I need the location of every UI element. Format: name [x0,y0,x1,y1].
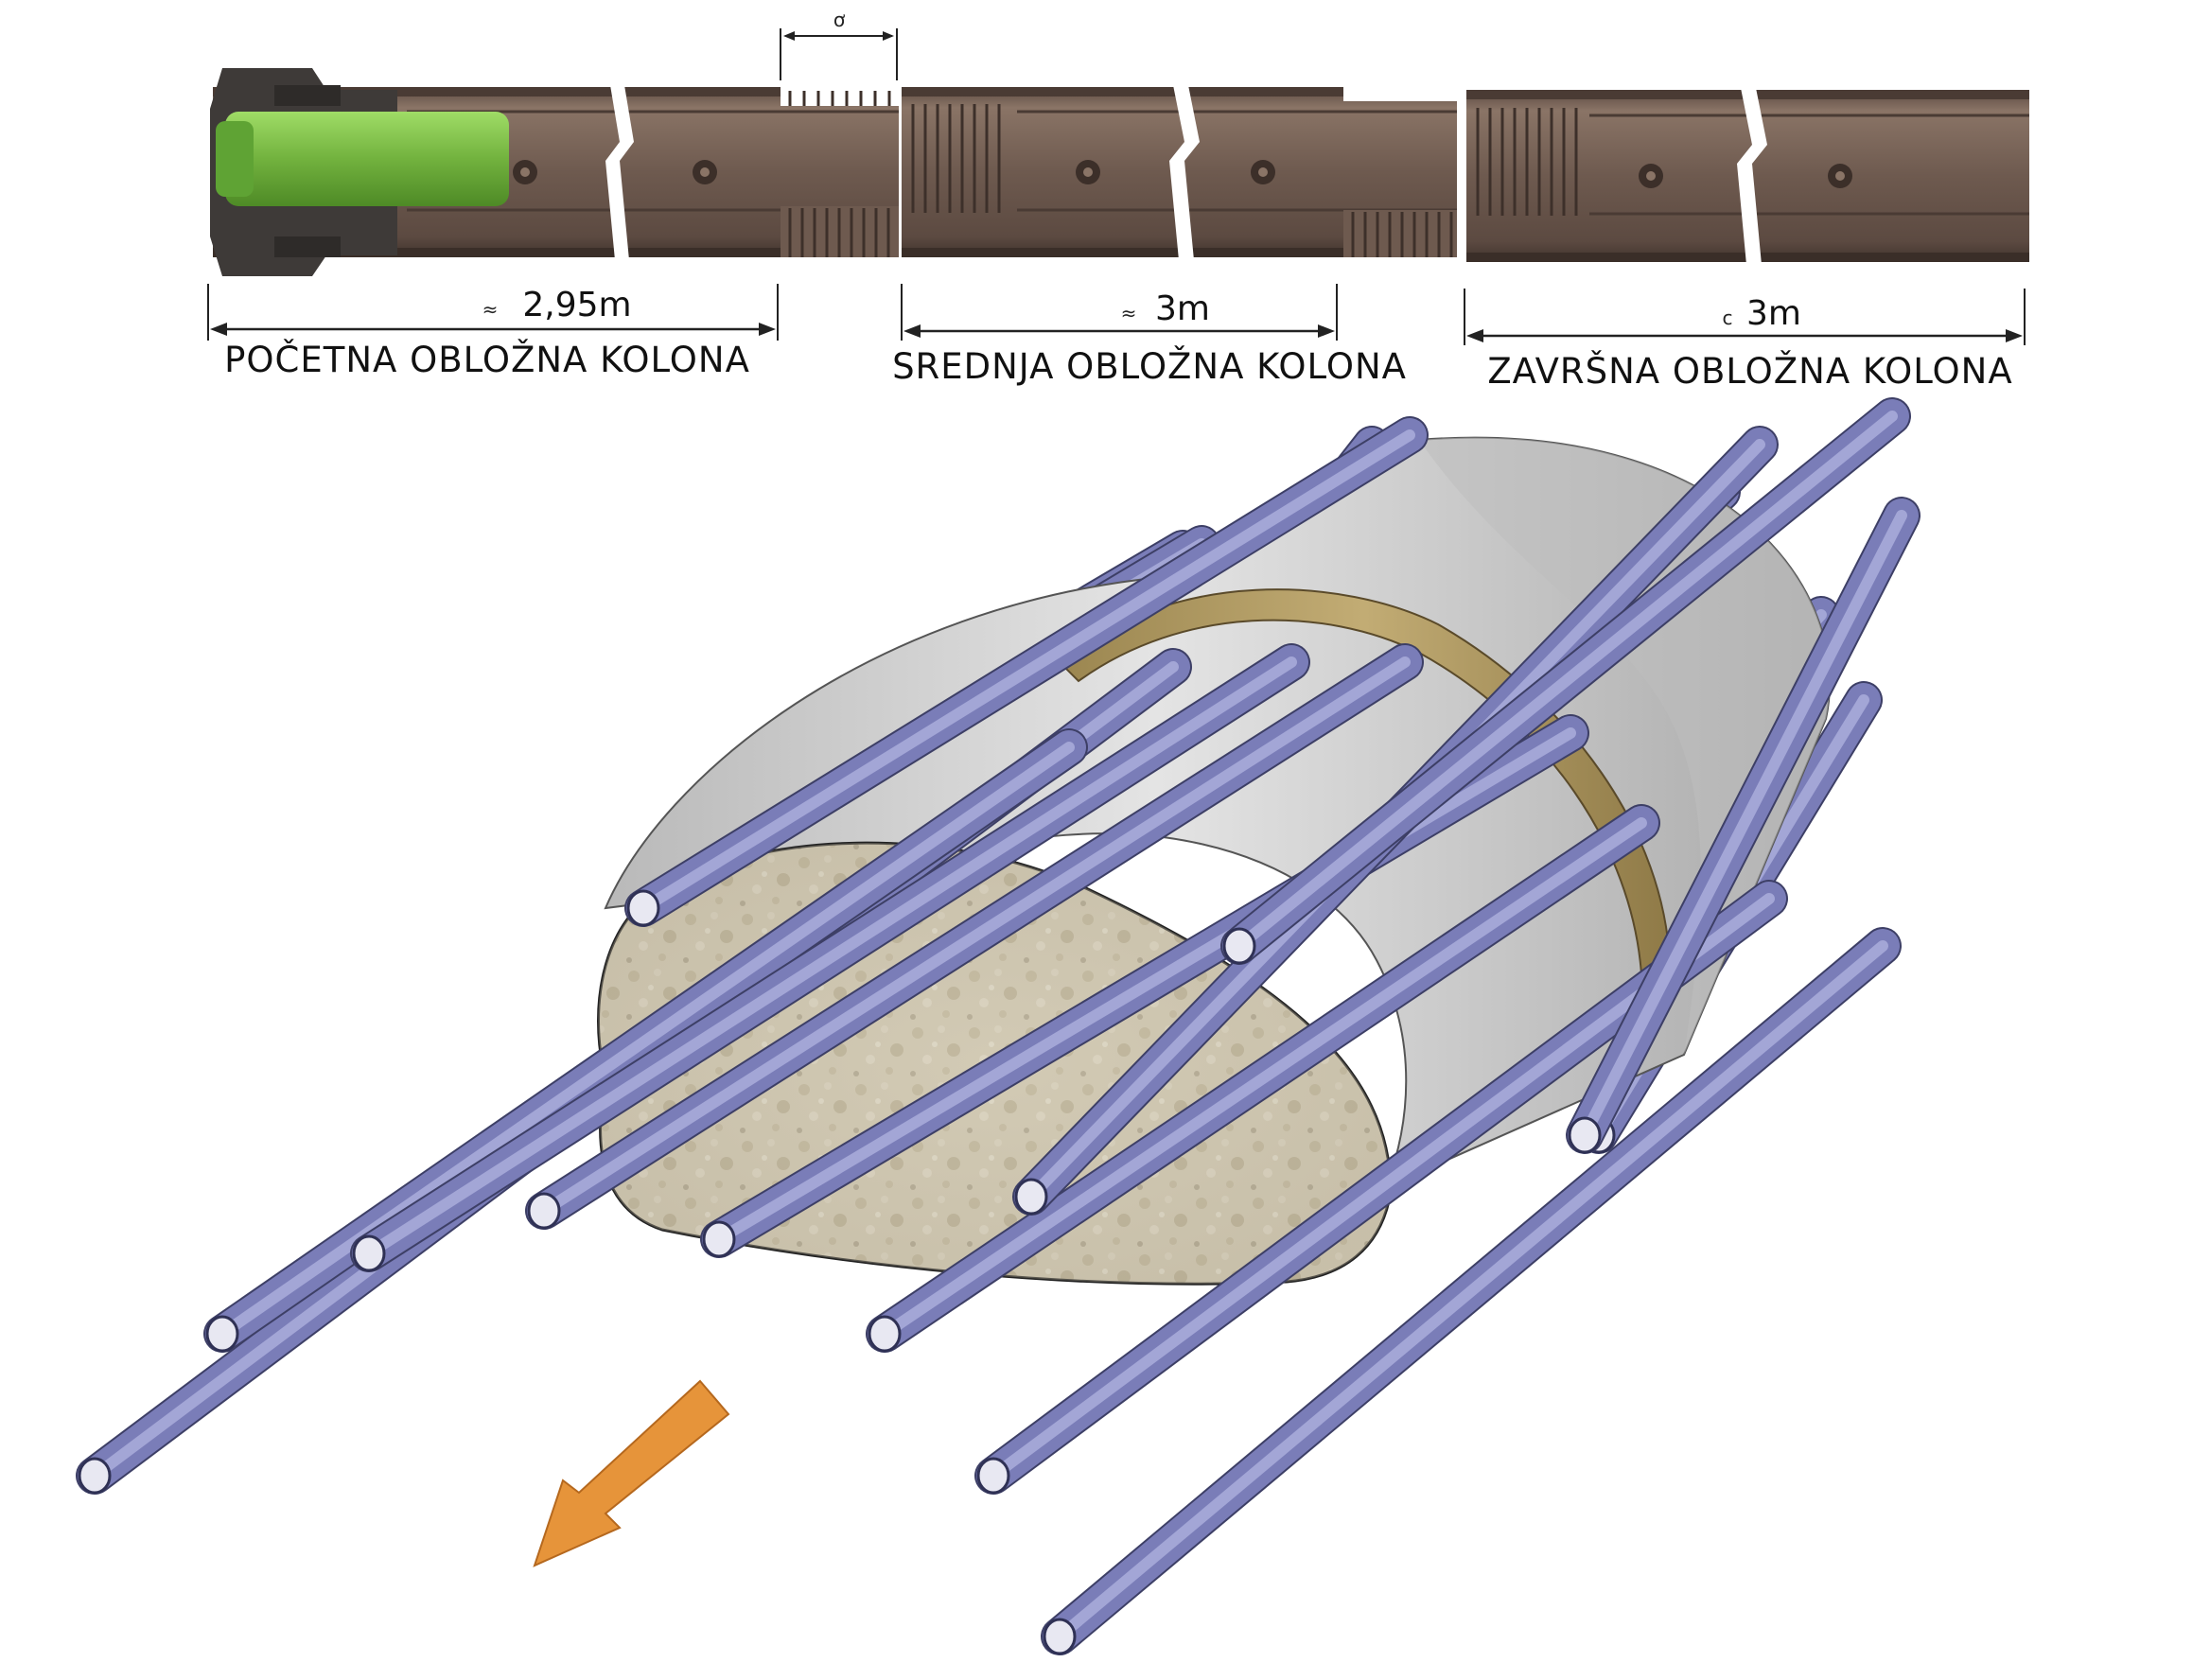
casing-segment-initial [210,68,899,276]
drill-bit-icon [210,68,509,276]
casing-segment-final [1466,88,2029,265]
pipe-end [626,889,660,927]
pipe-end [976,1457,1010,1495]
pipe-end [1568,1116,1602,1154]
approx-symbol: ≈ [1121,302,1137,324]
pipe-end [205,1315,239,1353]
segment-length: 3m [1155,289,1210,328]
dimension-middle: ≈ 3m SREDNJA OBLOŽNA KOLONA [892,284,1407,387]
approx-symbol: ≈ [482,298,499,321]
pipe-end [78,1457,112,1495]
pipe [1041,927,1902,1655]
pipe [525,643,1424,1230]
pipe-end [702,1220,736,1258]
pipe [1220,397,1911,965]
pipe-end [352,1234,386,1272]
approx-symbol: c [1723,306,1733,329]
dimension-initial: ≈ 2,95m POČETNA OBLOŽNA KOLONA [207,284,779,380]
pipe-end [527,1192,561,1230]
segment-label: ZAVRŠNA OBLOŽNA KOLONA [1487,350,2012,392]
arrow-down-left-icon [533,1379,730,1567]
pipe [624,416,1429,927]
pipe [700,714,1589,1258]
tunnel-illustration [76,397,1921,1655]
pipe-end [1043,1618,1077,1655]
segment-label: POČETNA OBLOŽNA KOLONA [224,339,750,380]
pipe [866,804,1660,1353]
pipe [350,643,1310,1272]
pipe-end [1222,927,1256,965]
casing-assembly: ơ [207,9,2029,392]
casing-segment-middle [902,85,1457,260]
threaded-end [781,87,899,257]
pipe-end [1014,1178,1048,1216]
pipe [1566,497,1921,1154]
segment-length: 3m [1746,294,1801,333]
pipe-umbrella-front [76,397,1921,1655]
segment-length: 2,95m [522,286,631,324]
overlap-symbol: ơ [833,9,846,31]
overlap-dimension: ơ [780,9,898,80]
dimension-final: c 3m ZAVRŠNA OBLOŽNA KOLONA [1464,289,2026,392]
segment-label: SREDNJA OBLOŽNA KOLONA [892,345,1407,387]
pipe-end [868,1315,902,1353]
